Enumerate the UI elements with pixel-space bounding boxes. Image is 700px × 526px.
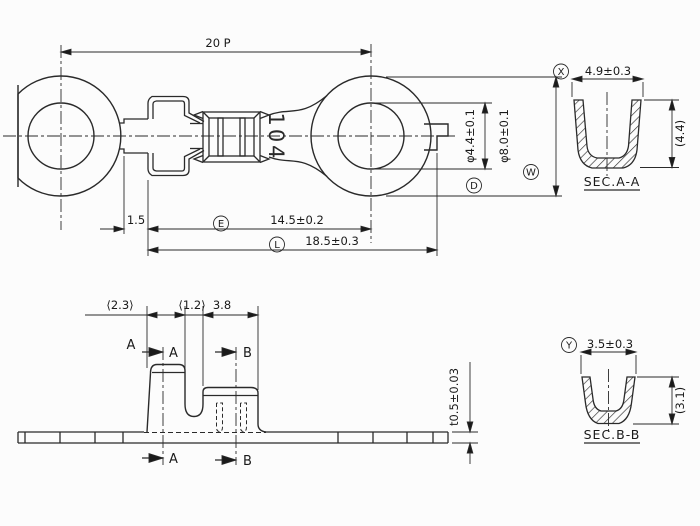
dim-aa-width: 4.9±0.3: [585, 64, 631, 78]
section-a-label-extra: A: [127, 338, 136, 353]
balloon-y-letter: Y: [565, 341, 573, 352]
side-dimensions: [85, 306, 478, 464]
plan-view: 104: [3, 36, 562, 256]
hidden-serration-slot: [216, 402, 223, 433]
carrier-tab: [424, 123, 449, 151]
part-marking: 104: [264, 112, 288, 161]
dim-ring-dia: φ8.0±0.1: [497, 109, 511, 163]
channel-aa: [573, 99, 642, 169]
balloon-e-letter: E: [218, 219, 224, 230]
terminal-profile: [146, 363, 267, 433]
balloon-w-letter: W: [526, 168, 536, 179]
hidden-serration-slot: [240, 402, 247, 433]
dim-e: 14.5±0.2: [270, 213, 324, 227]
balloon-d-letter: D: [470, 181, 478, 192]
carrier-strip: [17, 431, 449, 444]
channel-bb: [581, 376, 636, 425]
dim-hole-dia: φ4.4±0.1: [463, 109, 477, 163]
balloon-e: [213, 215, 229, 232]
section-a-label-bottom: A: [169, 452, 178, 467]
balloon-y: [561, 337, 577, 353]
wire-barrel: [192, 110, 271, 164]
left-neck: [119, 118, 148, 154]
dim-aa-height: (4.4): [673, 120, 687, 147]
balloon-l: [269, 236, 285, 253]
section-a-label-top: A: [169, 346, 178, 361]
section-bb-dimensions: [561, 337, 679, 444]
right-neck: [268, 95, 328, 177]
section-aa-view: X 4.9±0.3 (4.4) SEC.A-A: [553, 63, 687, 191]
balloon-x: [553, 63, 569, 80]
dim-bb-height: (3.1): [673, 387, 687, 414]
dim-pitch: 20 P: [205, 36, 230, 50]
dim-gap-width: ⟨1.2⟩: [178, 298, 205, 312]
dim-bb-width: 3.5±0.3: [587, 337, 633, 351]
section-bb-view: Y 3.5±0.3 (3.1) SEC.B-B: [561, 337, 687, 444]
dim-wire-width: 3.8: [213, 298, 231, 312]
dim-notch: 1.5: [127, 213, 145, 227]
dim-thickness: t0.5±0.03: [447, 368, 461, 426]
plan-dimensions: [60, 48, 562, 256]
balloon-l-letter: L: [274, 240, 280, 251]
dim-ins-width: ⟨2.3⟩: [106, 298, 133, 312]
balloon-w: [523, 164, 539, 180]
section-b-label-bottom: B: [243, 454, 252, 469]
balloon-d: [466, 177, 482, 194]
section-b-label-top: B: [243, 346, 252, 361]
centerlines: [3, 44, 455, 243]
section-aa-dimensions: [553, 63, 679, 191]
dim-l: 18.5±0.3: [305, 234, 359, 248]
side-view: ⟨2.3⟩ ⟨1.2⟩ 3.8 t0.5±0.03 A A A B B: [17, 298, 478, 469]
insulation-wings: [147, 95, 205, 177]
section-cut-lines: [142, 347, 237, 465]
section-aa-title: SEC.A-A: [584, 174, 641, 189]
section-bb-title: SEC.B-B: [584, 427, 641, 442]
balloon-x-letter: X: [558, 67, 565, 78]
